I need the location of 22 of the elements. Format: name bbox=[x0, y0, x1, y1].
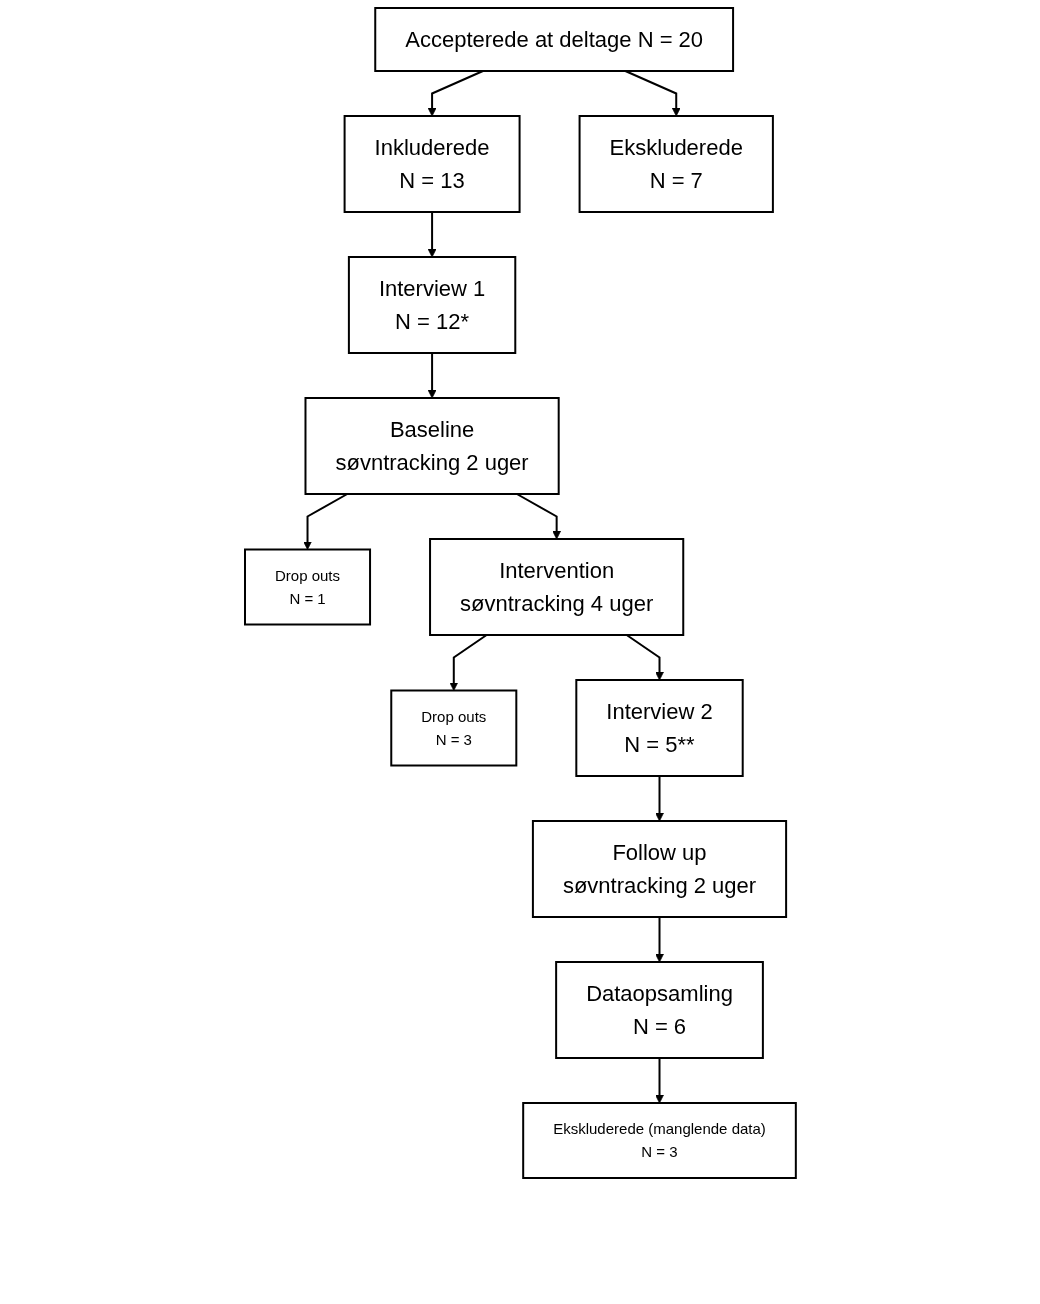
node-box: Accepterede at deltage N = 20 bbox=[373, 7, 734, 72]
node-box: Dataopsamling N = 6 bbox=[554, 961, 764, 1059]
arrow bbox=[515, 493, 561, 540]
node-box: Drop outs N = 1 bbox=[243, 548, 371, 626]
arrow bbox=[427, 211, 437, 258]
node-box: Interview 1 N = 12* bbox=[347, 256, 516, 354]
arrow bbox=[427, 70, 484, 117]
node-box: Intervention søvntracking 4 uger bbox=[428, 538, 684, 636]
node-box: Inkluderede N = 13 bbox=[343, 115, 521, 213]
node-box: Ekskluderede (manglende data) N = 3 bbox=[521, 1102, 797, 1179]
node-box: Interview 2 N = 5** bbox=[574, 679, 744, 777]
arrow bbox=[427, 352, 437, 399]
node-box: Baseline søvntracking 2 uger bbox=[304, 397, 560, 495]
node-box: Drop outs N = 3 bbox=[389, 689, 517, 767]
arrow bbox=[302, 493, 348, 550]
arrow bbox=[654, 916, 664, 963]
node-box: Ekskluderede N = 7 bbox=[578, 115, 774, 213]
arrow bbox=[654, 775, 664, 822]
arrow bbox=[654, 1057, 664, 1104]
arrow bbox=[625, 634, 664, 681]
arrow bbox=[448, 634, 488, 691]
node-box: Follow up søvntracking 2 uger bbox=[531, 820, 787, 918]
